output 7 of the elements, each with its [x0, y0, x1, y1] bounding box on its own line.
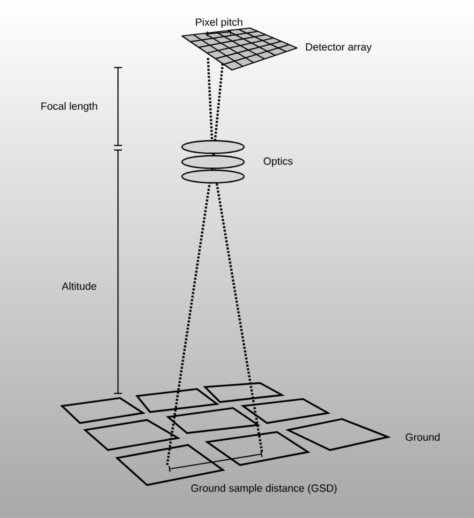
part-label: Optics: [264, 157, 293, 167]
part-label: Ground: [406, 433, 440, 441]
dimension-label: Altitude: [62, 282, 96, 290]
dimension-label: Ground sample distance (GSD): [191, 484, 337, 494]
dimension-label: Pixel pitch: [196, 18, 242, 28]
dimension-label: Focal length: [41, 102, 98, 112]
part-label: Detector array: [306, 43, 372, 53]
